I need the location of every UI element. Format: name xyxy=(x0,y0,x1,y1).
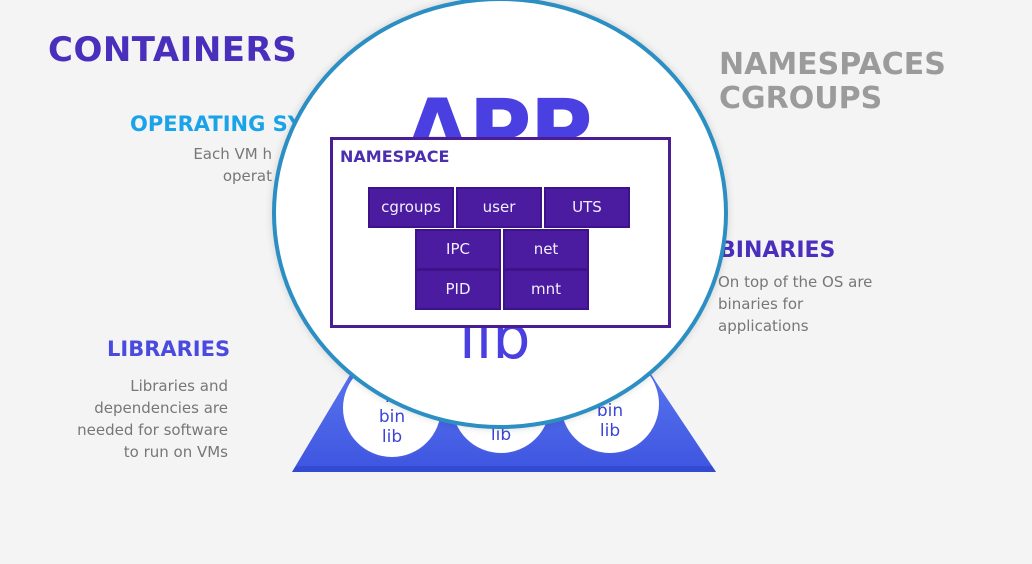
concepts-heading: NAMESPACES CGROUPS xyxy=(719,48,946,116)
namespace-cell-mnt: mnt xyxy=(505,271,587,308)
namespaces-label: NAMESPACES xyxy=(719,47,946,82)
namespace-box: NAMESPACE cgroups user UTS IPC net PID m… xyxy=(330,137,671,328)
bubble-text: bin lib xyxy=(596,401,624,441)
cgroups-label: CGROUPS xyxy=(719,81,883,116)
operating-system-heading: OPERATING SY xyxy=(130,112,303,136)
bubble-text: lib xyxy=(490,425,512,445)
namespace-cell-pid: PID xyxy=(417,271,499,308)
namespace-cell-uts: UTS xyxy=(546,189,628,226)
namespace-cell-user: user xyxy=(458,189,540,226)
binaries-description: On top of the OS are binaries for applic… xyxy=(718,273,873,335)
operating-system-description: Each VM h operat xyxy=(193,145,272,185)
namespace-cell-net: net xyxy=(505,231,587,268)
binaries-heading: BINARIES xyxy=(719,238,836,263)
page-title: CONTAINERS xyxy=(48,30,298,70)
namespace-cell-cgroups: cgroups xyxy=(370,189,452,226)
libraries-heading: LIBRARIES xyxy=(107,337,231,361)
namespace-cell-ipc: IPC xyxy=(417,231,499,268)
triangle-shadow-shape xyxy=(292,466,716,472)
libraries-description: Libraries and dependencies are needed fo… xyxy=(77,377,228,461)
namespace-label: NAMESPACE xyxy=(340,147,450,166)
